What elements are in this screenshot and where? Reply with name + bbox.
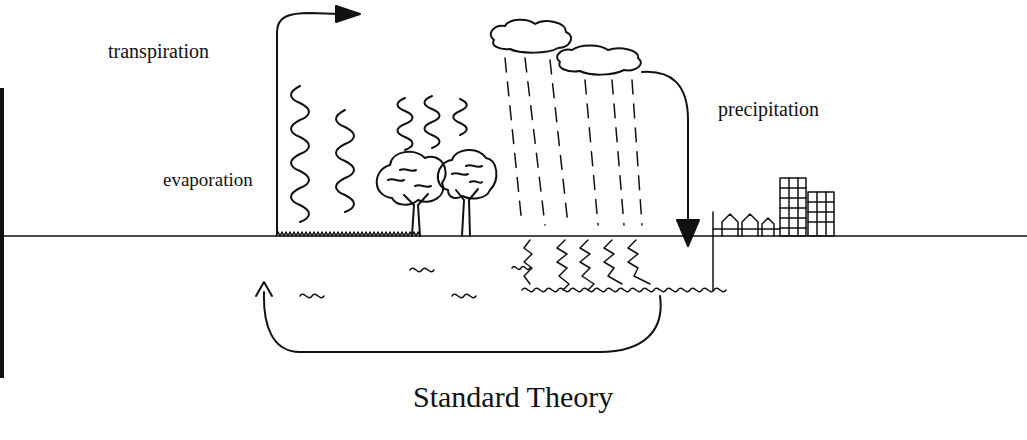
infiltration — [300, 240, 726, 298]
precipitation-arrow — [642, 72, 688, 222]
cloud — [491, 20, 571, 53]
cycle-label: transpiration — [108, 40, 209, 62]
groundwater-arrow — [264, 292, 661, 352]
vapour-squiggle — [453, 99, 467, 135]
trees — [377, 150, 497, 236]
cycle-label: evaporation — [163, 170, 253, 191]
cycle-label: precipitation — [718, 98, 819, 120]
cloud — [557, 46, 641, 75]
transpiration-arrow — [277, 13, 340, 234]
vapour-squiggle — [336, 110, 354, 212]
rain — [505, 58, 642, 225]
caption: Standard Theory — [413, 380, 613, 413]
vapour-squiggle — [291, 86, 309, 222]
grass — [276, 232, 420, 236]
ground-line — [0, 235, 1027, 237]
scan-edge — [0, 88, 4, 378]
arrowhead — [336, 6, 360, 22]
city — [713, 178, 834, 290]
arrowhead — [256, 282, 272, 296]
vapour-squiggle — [398, 98, 413, 150]
arrowhead — [677, 220, 699, 246]
vapour-squiggle — [425, 96, 440, 148]
